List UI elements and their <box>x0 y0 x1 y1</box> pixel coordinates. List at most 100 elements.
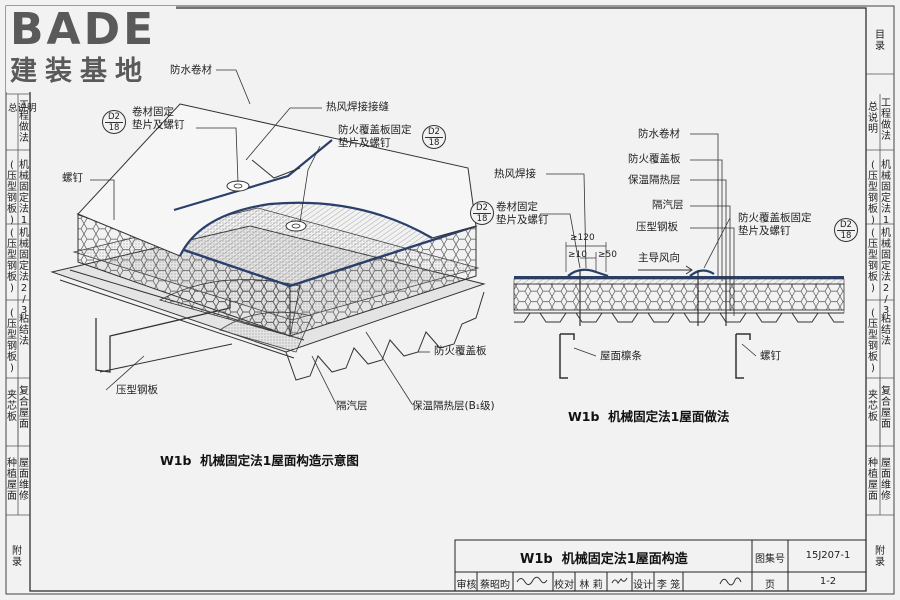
left-tab-fulu[interactable]: 附 录 <box>12 546 22 568</box>
sec-ref-2-bottom: 18 <box>840 231 852 241</box>
right-tab-jixie1-sub[interactable]: ( 压 型 钢 板 ) <box>868 160 878 226</box>
sec-ref-1-top: D2 <box>473 203 491 214</box>
iso-caption: W1b 机械固定法1屋面构造示意图 <box>160 453 359 468</box>
sec-purlin-left <box>559 333 575 379</box>
sec-label-hot-air: 热风焊接 <box>494 168 536 180</box>
iso-ref-2-top: D2 <box>425 127 443 138</box>
title-block-title: W1b 机械固定法1屋面构造 <box>520 552 688 567</box>
title-block-design-name: 李 笼 <box>656 580 681 591</box>
iso-overlap-edge <box>251 159 301 179</box>
iso-label-vapor: 隔汽层 <box>336 400 368 412</box>
iso-ref-2: D2 18 <box>422 125 446 149</box>
sec-label-wind: 主导风向 <box>638 252 680 264</box>
iso-membrane-arc <box>179 201 433 257</box>
title-block-atlas-no: 15J207-1 <box>805 550 851 561</box>
right-tab-jixie23-sub[interactable]: ( 压 型 钢 板 ) <box>868 228 878 294</box>
iso-label-fire-board-fix: 防火覆盖板固定 垫片及螺钉 <box>338 124 412 149</box>
title-block-atlas-label: 图集号 <box>755 554 785 565</box>
bade-logo: BADE 建装基地 <box>6 6 176 92</box>
sec-label-fire-board: 防火覆盖板 <box>628 153 681 165</box>
sec-label-waterproof: 防水卷材 <box>638 128 680 140</box>
iso-ref-1-top: D2 <box>105 112 123 123</box>
right-tab-jiaxin[interactable]: 夹 芯 板 <box>868 390 878 423</box>
iso-fastener-2-center <box>291 223 301 229</box>
sec-fire-board <box>513 278 845 285</box>
iso-label-fire-board: 防火覆盖板 <box>434 345 487 357</box>
sec-steel-deck <box>514 312 844 323</box>
sec-dim-50: ≥50 <box>598 250 617 260</box>
right-tab-weixiu[interactable]: 屋 面 维 修 <box>881 458 891 502</box>
title-block-review-label: 审核 <box>456 580 477 591</box>
title-block-review-name: 蔡昭昀 <box>480 580 510 591</box>
left-tab-jixie1[interactable]: 机 械 固 定 法 1 <box>19 160 29 226</box>
sec-ref-2: D2 18 <box>834 218 858 242</box>
iso-ref-1-bottom: 18 <box>108 123 120 133</box>
left-tab-jiaxin[interactable]: 夹 芯 板 <box>7 390 17 423</box>
left-tab-zhanjie[interactable]: 粘 结 法 <box>19 314 29 347</box>
iso-label-rolled-fix: 卷材固定 垫片及螺钉 <box>132 106 185 131</box>
logo-wordmark: BADE <box>10 4 157 55</box>
right-tab-jixie1[interactable]: 机 械 固 定 法 1 <box>881 160 891 226</box>
iso-label-hot-air: 热风焊接接缝 <box>326 101 389 113</box>
title-block-page-no: 1-2 <box>819 576 837 587</box>
right-tab-mulu[interactable]: 目 录 <box>875 30 885 52</box>
left-tab-jixie23-sub[interactable]: ( 压 型 钢 板 ) <box>7 228 17 294</box>
sec-dim-120: ≥120 <box>570 233 595 243</box>
sec-caption: W1b 机械固定法1屋面做法 <box>568 409 730 424</box>
right-tab-fuhe[interactable]: 复 合 屋 面 <box>881 386 891 430</box>
sec-label-screw: 螺钉 <box>760 350 781 362</box>
sec-overlap-left <box>567 268 609 278</box>
sec-dim-10: ≥10 <box>568 250 587 260</box>
iso-fastener-2 <box>285 220 307 232</box>
left-tab-zhongzhi[interactable]: 种 植 屋 面 <box>7 458 17 502</box>
sec-wind-arrow <box>638 265 693 275</box>
right-tab-fulu[interactable]: 附 录 <box>875 546 885 568</box>
left-tab-zongshuoming[interactable]: 总说明 <box>8 103 37 114</box>
right-tab-zhanjie[interactable]: 粘 结 法 <box>881 314 891 347</box>
logo-subtitle: 建装基地 <box>10 56 150 87</box>
right-tab-zhanjie-sub[interactable]: ( 压 型 钢 板 ) <box>868 308 878 374</box>
sec-ref-1: D2 18 <box>470 201 494 225</box>
title-block-grid <box>454 539 867 592</box>
sec-leader-lines <box>540 133 757 357</box>
sec-label-vapor: 隔汽层 <box>652 199 684 211</box>
iso-ref-2-bottom: 18 <box>428 138 440 148</box>
sec-label-profiled-steel: 压型钢板 <box>636 221 678 233</box>
sec-dimension-lines <box>565 242 607 272</box>
left-tab-separators <box>6 93 30 516</box>
title-block-check-name: 林 莉 <box>579 580 603 591</box>
signature-marks <box>516 576 742 586</box>
right-tab-jixie23[interactable]: 机 械 固 定 法 2 / 3 <box>881 228 891 316</box>
sec-label-fire-board-fix: 防火覆盖板固定 垫片及螺钉 <box>738 212 812 237</box>
iso-label-insulation: 保温隔热层(B₁级) <box>412 400 495 412</box>
iso-label-profiled-steel: 压型钢板 <box>116 384 158 396</box>
sec-label-rolled-fix: 卷材固定 垫片及螺钉 <box>496 201 549 226</box>
sec-insulation <box>513 283 845 311</box>
iso-label-waterproof: 防水卷材 <box>170 64 212 76</box>
left-tab-fuhe[interactable]: 复 合 屋 面 <box>19 386 29 430</box>
sec-label-insulation: 保温隔热层 <box>628 174 681 186</box>
sec-label-purlin: 屋面檩条 <box>600 350 642 362</box>
left-tab-zhanjie-sub[interactable]: ( 压 型 钢 板 ) <box>7 308 17 374</box>
right-tab-zongshuoming[interactable]: 总 说 明 <box>868 102 878 135</box>
left-tab-jixie1-sub[interactable]: ( 压 型 钢 板 ) <box>7 160 17 226</box>
sec-ref-2-top: D2 <box>837 220 855 231</box>
right-tab-zhongzhi[interactable]: 种 植 屋 面 <box>868 458 878 502</box>
sec-purlin-right <box>735 333 751 379</box>
iso-ref-1: D2 18 <box>102 110 126 134</box>
iso-purlin-bottom <box>99 343 233 373</box>
title-block-design-label: 设计 <box>633 580 653 591</box>
left-tab-weixiu[interactable]: 屋 面 维 修 <box>19 458 29 502</box>
right-tab-gongchengzuofa[interactable]: 工 程 做 法 <box>881 98 891 142</box>
iso-vapor-cutaway <box>219 311 313 353</box>
title-block-page-label: 页 <box>765 580 775 591</box>
iso-fastener-1-center <box>233 183 243 189</box>
sec-overlap-right <box>689 269 715 277</box>
left-tab-gongchengzuofa[interactable]: 工 程 做 法 <box>19 100 29 144</box>
sec-ref-1-bottom: 18 <box>476 214 488 224</box>
left-tab-jixie23[interactable]: 机 械 固 定 法 2 / 3 <box>19 228 29 316</box>
